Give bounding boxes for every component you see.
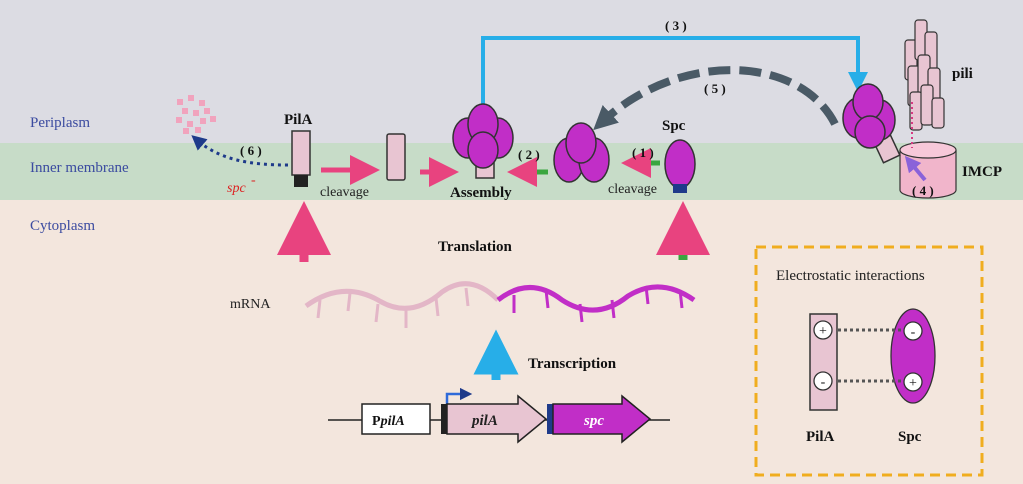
step4-violet-arrow [904, 155, 927, 182]
spc-oligomer [553, 122, 610, 183]
step5-label: ( 5 ) [704, 81, 726, 96]
spc-monomer [664, 139, 696, 189]
legend-pila-label: PilA [806, 429, 834, 445]
spc-gene-start [547, 404, 553, 434]
step5-dashed-arrow [593, 66, 839, 131]
step4-label: ( 4 ) [912, 183, 934, 198]
spc-minus-sign: - [251, 173, 256, 188]
legend-pila-minus-sign: - [821, 375, 826, 390]
imcp-label: IMCP [962, 164, 1002, 180]
spc-gene-label: spc [583, 413, 604, 429]
cleavage-right-label: cleavage [608, 182, 657, 197]
legend-title: Electrostatic interactions [776, 268, 925, 284]
step6-label: ( 6 ) [240, 143, 262, 158]
pila-gene-arrow [446, 394, 548, 444]
pila-precursor [291, 130, 311, 176]
step2-label: ( 2 ) [518, 147, 540, 162]
assembly-label: Assembly [450, 185, 512, 201]
spc-minus-label: spc [227, 181, 246, 196]
mrna-label: mRNA [230, 297, 271, 312]
promoter-label: PpilA [372, 414, 405, 429]
pili-label: pili [952, 66, 973, 82]
pila-top-label: PilA [284, 112, 312, 128]
assembly-complex [452, 103, 514, 179]
legend-pila-plus-sign: + [819, 324, 827, 339]
legend-spc-oval [890, 308, 936, 404]
legend-spc-minus-sign: - [911, 325, 916, 340]
legend-spc-plus-sign: + [909, 376, 917, 391]
degraded-pila-fragments [176, 95, 216, 134]
legend-spc-plus [903, 372, 923, 392]
mrna-pila-ticks [316, 287, 470, 328]
step1-label: ( 1 ) [632, 145, 654, 160]
promoter-box [361, 403, 431, 435]
transcription-label: Transcription [528, 356, 617, 372]
pila-gene-label: pilA [470, 413, 498, 429]
mrna-pila-segment [304, 281, 500, 311]
legend-spc-label: Spc [898, 429, 922, 445]
legend-pila-minus [813, 371, 833, 391]
pili-assembly-machine [842, 83, 901, 164]
spc-top-label: Spc [662, 118, 686, 134]
mrna-spc-ticks [512, 285, 684, 323]
periplasm-label: Periplasm [30, 115, 90, 131]
spc-signal-peptide [673, 184, 687, 193]
pili-stack [904, 19, 945, 131]
mrna-spc-segment [496, 284, 696, 313]
cleavage-left-label: cleavage [320, 185, 369, 200]
legend-pila-plus [813, 320, 833, 340]
legend-box [754, 245, 984, 477]
cytoplasm-label: Cytoplasm [30, 218, 95, 234]
mature-pila [386, 133, 406, 181]
transcription-start-arrow [445, 387, 473, 404]
step6-dotted-arrow [191, 135, 289, 167]
pila-leader-peptide [294, 175, 308, 187]
step3-label: ( 3 ) [665, 18, 687, 33]
spc-gene-arrow [552, 394, 652, 444]
pila-gene-start [441, 404, 447, 434]
step3-blue-arrow [481, 36, 868, 108]
inner-membrane-label: Inner membrane [30, 160, 129, 176]
legend-spc-minus [903, 321, 923, 341]
translation-label: Translation [438, 239, 513, 255]
